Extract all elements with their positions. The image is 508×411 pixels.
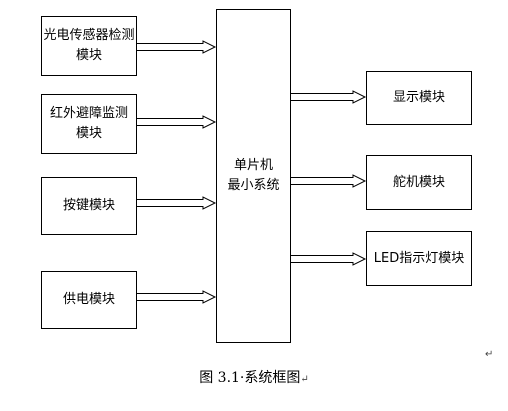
arrow-mcu-to-servo [291,174,367,188]
caption-text: 图 3.1·系统框图 [199,370,301,386]
paragraph-mark: ↵ [485,349,494,360]
center-box-mcu: 单片机 最小系统 [216,9,291,343]
input-box-label: 按键模块 [62,198,115,213]
arrow-keys-to-mcu [137,196,217,210]
input-box-label: 光电传感器检测 模块 [43,28,135,63]
figure-caption: 图 3.1·系统框图↵ [0,367,508,387]
center-box-label: 单片机 最小系统 [227,158,280,193]
arrow-mcu-to-display [291,90,367,104]
output-box-label: 显示模块 [392,90,445,105]
output-box-label: LED指示灯模块 [373,250,465,266]
output-box-display: 显示模块 [366,71,472,125]
input-box-infrared: 红外避障监测 模块 [41,94,137,154]
input-box-keys: 按键模块 [41,177,137,235]
caption-mark: ↵ [300,374,309,385]
arrow-mcu-to-led [291,252,367,266]
arrow-infrared-to-mcu [137,115,217,129]
input-box-label: 红外避障监测 模块 [49,106,128,141]
input-box-photoelectric: 光电传感器检测 模块 [41,16,137,76]
arrow-power-to-mcu [137,290,217,304]
output-box-label: 舵机模块 [392,174,445,190]
input-box-label: 供电模块 [62,292,115,307]
output-box-servo: 舵机模块 [366,155,472,210]
input-box-power: 供电模块 [41,271,137,329]
arrow-photoelectric-to-mcu [137,40,217,54]
output-box-led: LED指示灯模块 [366,231,472,286]
